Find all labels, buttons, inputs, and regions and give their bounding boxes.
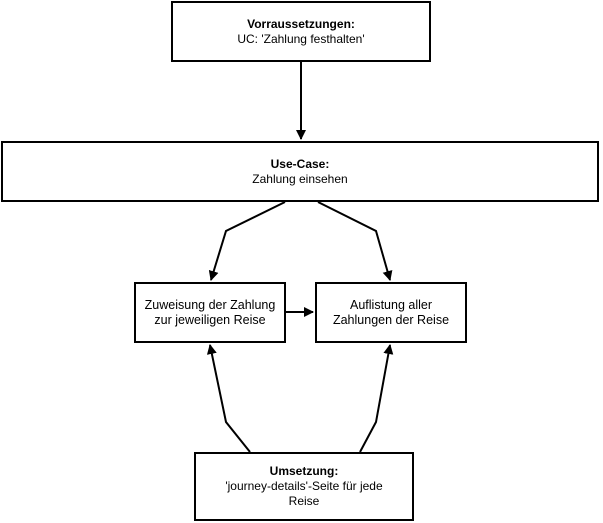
assignment-line-2: zur jeweiligen Reise: [154, 312, 266, 327]
arrow-implementation-to-assignment: [206, 344, 251, 453]
prerequisites-box: Vorraussetzungen: UC: 'Zahlung festhalte…: [171, 1, 431, 62]
use-case-body: Zahlung einsehen: [252, 171, 348, 186]
assignment-box: Zuweisung der Zahlung zur jeweiligen Rei…: [134, 282, 286, 343]
listing-line-2: Zahlungen der Reise: [332, 312, 450, 327]
implementation-line-2: Reise: [288, 494, 320, 508]
implementation-line-1: 'journey-details'-Seite für jede: [225, 479, 383, 493]
arrow-usecase-to-assignment: [208, 201, 286, 281]
listing-box: Auflistung aller Zahlungen der Reise: [315, 282, 467, 343]
arrow-implementation-to-listing: [359, 344, 394, 453]
prerequisites-title: Vorraussetzungen:: [247, 16, 355, 31]
listing-line-1: Auflistung aller: [350, 297, 432, 312]
prerequisites-body: UC: 'Zahlung festhalten': [237, 31, 365, 46]
use-case-box: Use-Case: Zahlung einsehen: [1, 141, 599, 202]
use-case-title: Use-Case:: [270, 156, 330, 171]
implementation-box: Umsetzung: 'journey-details'-Seite für j…: [194, 452, 414, 521]
assignment-line-1: Zuweisung der Zahlung: [144, 297, 276, 312]
arrow-usecase-to-listing: [317, 201, 393, 281]
implementation-title: Umsetzung:: [269, 464, 339, 478]
